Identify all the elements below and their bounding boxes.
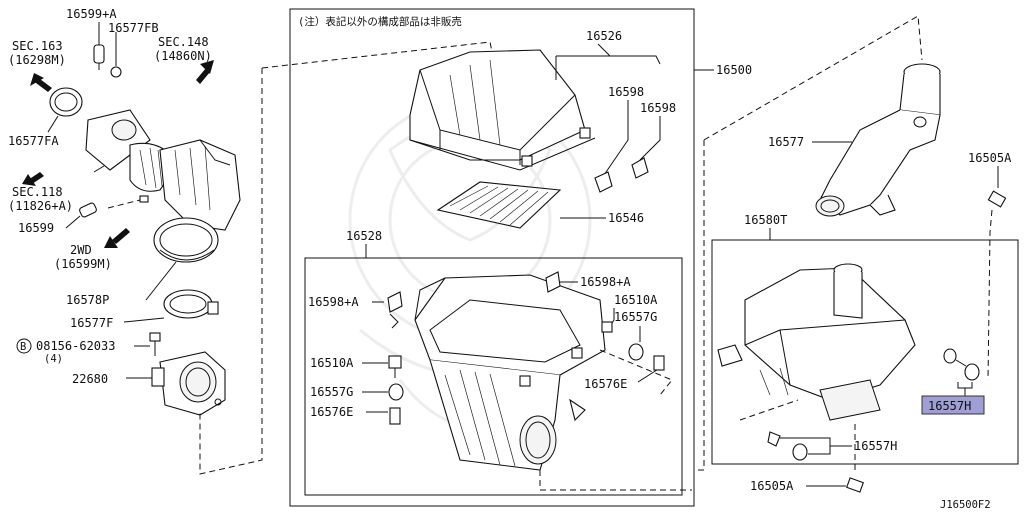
label-08156: 08156-62033 <box>36 339 115 353</box>
label-16599A: 16599+A <box>66 7 117 21</box>
label-16577FB: 16577FB <box>108 21 159 35</box>
label-16598A-left: 16598+A <box>308 295 359 309</box>
label-16598-a: 16598 <box>608 85 644 99</box>
dash-lower-link <box>539 470 692 491</box>
part-duct-assembly <box>85 109 241 231</box>
label-16505A-bottom: 16505A <box>750 479 794 493</box>
b-marker <box>16 338 32 354</box>
dash-right-link <box>703 15 923 141</box>
label-16577FA: 16577FA <box>8 134 59 148</box>
part-16528-lower-case <box>414 274 606 471</box>
resonator-frame <box>711 239 1019 465</box>
arrow-sec148 <box>196 68 210 84</box>
part-16505A-bolt-bottom <box>846 477 864 493</box>
note-text: (注）表記以外の構成部品は非販売 <box>298 15 462 28</box>
label-16510A-right: 16510A <box>614 293 658 307</box>
part-16598A-clip-right <box>545 271 561 293</box>
label-16578P: 16578P <box>66 293 109 307</box>
arrow-2wd <box>112 228 130 244</box>
label-16576E-left: 16576E <box>310 405 353 419</box>
label-sec163-code: (16298M) <box>8 53 66 67</box>
label-16526: 16526 <box>586 29 622 43</box>
label-16577F: 16577F <box>70 316 113 330</box>
label-sec148: SEC.148 <box>158 35 209 49</box>
label-sec118-code: (11826+A) <box>8 199 73 213</box>
part-16578P-sleeve <box>145 217 219 301</box>
part-16510A-bolt-right <box>601 321 613 333</box>
label-16599: 16599 <box>18 221 54 235</box>
label-2wd: 2WD <box>70 243 92 257</box>
part-16577FB-clamp <box>110 32 122 78</box>
label-2wd-code: (16599M) <box>54 257 112 271</box>
part-16598-clip-b <box>631 157 649 179</box>
part-22680-throttle <box>126 351 226 416</box>
lower-case-frame <box>304 257 683 496</box>
part-16598-clip-a <box>594 171 613 193</box>
part-16557H-grommet-bottom <box>767 431 852 461</box>
label-16580T: 16580T <box>744 213 787 227</box>
label-16557H-bottom: 16557H <box>854 439 897 453</box>
part-16577-duct <box>815 63 941 217</box>
label-16598-b: 16598 <box>640 101 676 115</box>
label-16546: 16546 <box>608 211 644 225</box>
part-16546-filter <box>436 181 562 229</box>
part-16557G-grommet-left <box>388 383 404 401</box>
part-08156-bolt <box>134 332 161 356</box>
arrow-sec163-head <box>30 73 44 86</box>
label-16598A-right: 16598+A <box>580 275 631 289</box>
label-22680: 22680 <box>72 372 108 386</box>
part-16580T-resonator <box>717 263 916 421</box>
arrow-sec118-head <box>22 174 36 186</box>
label-16557G-right: 16557G <box>614 310 657 324</box>
label-sec163: SEC.163 <box>12 39 63 53</box>
label-b-marker: B <box>20 341 26 353</box>
label-16557G-left: 16557G <box>310 385 353 399</box>
part-16599 <box>65 195 149 229</box>
part-16526-upper-cover <box>409 49 596 171</box>
label-16510A-left: 16510A <box>310 356 354 370</box>
arrow-2wd-head <box>104 236 118 248</box>
highlight-16557H[interactable] <box>921 395 985 415</box>
part-16557H-grommet-right <box>943 348 980 396</box>
label-08156-qty: (4) <box>44 353 63 365</box>
label-sec118: SEC.118 <box>12 185 63 199</box>
part-16576E-collar-left <box>389 407 401 425</box>
diagram-id: J16500F2 <box>940 499 991 511</box>
leader-16598-b <box>639 116 661 161</box>
leader-16526 <box>597 43 661 65</box>
label-16505A-top: 16505A <box>968 151 1012 165</box>
part-16505A-bolt-top <box>987 190 1007 208</box>
dash-left-link <box>199 68 263 475</box>
part-16577F-clamp <box>123 289 219 323</box>
label-16557H-highlighted: 16557H <box>928 399 971 413</box>
label-16577: 16577 <box>768 135 804 149</box>
part-16599A-clip <box>93 22 105 70</box>
part-16576E-collar-right <box>653 355 665 371</box>
label-16576E-right: 16576E <box>584 377 627 391</box>
part-16510A-bolt-left <box>388 355 402 369</box>
part-16557G-grommet-right <box>628 343 644 361</box>
part-16577FA-clamp <box>47 87 83 133</box>
label-16500: 16500 <box>716 63 752 77</box>
label-16528: 16528 <box>346 229 382 243</box>
leader-16598-a <box>603 100 629 176</box>
air-cleaner-frame <box>289 8 695 507</box>
part-16598A-clip-left <box>387 291 403 313</box>
label-sec148-code: (14860N) <box>154 49 212 63</box>
arrow-sec148-head <box>200 60 214 74</box>
